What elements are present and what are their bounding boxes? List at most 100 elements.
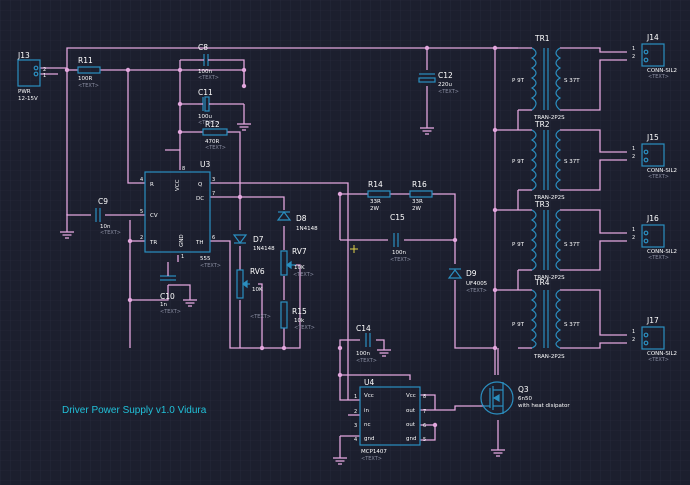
- rv7-ref: RV7: [292, 247, 307, 256]
- svg-text:Vcc: Vcc: [406, 393, 416, 399]
- transformer-tr1[interactable]: TR1 P 9T S 37T TRAN-2P2S: [512, 34, 580, 121]
- svg-text:1: 1: [43, 73, 46, 79]
- svg-text:2: 2: [354, 409, 357, 415]
- svg-text:4: 4: [140, 177, 143, 183]
- r15-value: 10k: [294, 318, 305, 324]
- connector-j16[interactable]: J16 CONN-SIL2 <TEXT> 1 2: [632, 214, 677, 261]
- svg-text:out: out: [406, 422, 416, 428]
- j15-ref: J15: [646, 133, 659, 142]
- mosfet-q3[interactable]: Q3 6n50 with heat disipator: [480, 381, 570, 415]
- connector-j15[interactable]: J15 CONN-SIL2 <TEXT> 1 2: [632, 133, 677, 180]
- r16-ref: R16: [412, 180, 427, 189]
- resistor-r11[interactable]: R11 100R <TEXT>: [77, 56, 101, 89]
- ground-icon: [60, 214, 74, 239]
- c15-ref: C15: [390, 213, 405, 222]
- diode-d8[interactable]: D8 1N4148: [276, 211, 318, 232]
- j13-ref: J13: [17, 51, 30, 60]
- diode-d7[interactable]: D7 1N4148: [232, 234, 275, 252]
- svg-text:7: 7: [423, 409, 426, 415]
- c8-ref: C8: [198, 43, 208, 52]
- u4-text: <TEXT>: [361, 456, 382, 462]
- svg-text:CV: CV: [150, 213, 158, 219]
- c12-value: 220u: [438, 82, 452, 88]
- rv7-value: 10K: [294, 265, 305, 271]
- r15-ref: R15: [292, 307, 307, 316]
- svg-text:TRAN-2P2S: TRAN-2P2S: [533, 275, 565, 281]
- svg-text:P 9T: P 9T: [512, 78, 525, 84]
- c10-value: 1n: [160, 302, 167, 308]
- d9-value: UF4005: [466, 281, 488, 287]
- svg-text:in: in: [364, 408, 370, 414]
- svg-text:R: R: [150, 182, 154, 188]
- ground-icon: [377, 349, 391, 357]
- r12-text: <TEXT>: [205, 145, 226, 151]
- svg-text:TR: TR: [149, 240, 157, 246]
- ic-u4-mcp1407[interactable]: U4 MCP1407 <TEXT> Vcc Vcc in out nc out …: [354, 378, 426, 462]
- svg-text:DC: DC: [196, 196, 204, 202]
- c10-ref: C10: [160, 292, 175, 301]
- svg-text:<TEXT>: <TEXT>: [648, 174, 669, 180]
- capacitor-c8[interactable]: C8 100n <TEXT>: [198, 43, 219, 81]
- svg-text:P 9T: P 9T: [512, 322, 525, 328]
- svg-text:2: 2: [140, 235, 143, 241]
- r12-value: 470R: [205, 139, 219, 145]
- svg-text:5: 5: [423, 437, 426, 443]
- c9-text: <TEXT>: [100, 230, 121, 236]
- resistor-r16[interactable]: R16 33R 2W: [409, 180, 433, 212]
- connector-j14[interactable]: J14 CONN-SIL2 <TEXT> 1 2: [632, 33, 677, 80]
- cursor-crosshair-icon: [350, 245, 358, 253]
- svg-text:1: 1: [632, 227, 635, 233]
- svg-text:S 37T: S 37T: [564, 242, 580, 248]
- resistor-r14[interactable]: R14 33R 2W: [367, 180, 391, 212]
- svg-text:2: 2: [43, 67, 46, 73]
- capacitor-c12[interactable]: C12 220u <TEXT>: [418, 71, 459, 95]
- svg-text:8: 8: [182, 166, 185, 172]
- connector-j17[interactable]: J17 CONN-SIL2 <TEXT> 1 2: [632, 316, 677, 363]
- c14-text: <TEXT>: [356, 358, 377, 364]
- svg-text:1: 1: [632, 329, 635, 335]
- svg-text:<TEXT>: <TEXT>: [648, 357, 669, 363]
- svg-text:7: 7: [212, 191, 215, 197]
- d7-value: 1N4148: [253, 246, 275, 252]
- capacitor-c14[interactable]: C14 100n <TEXT>: [356, 324, 377, 364]
- r15-text: <TEXT>: [294, 325, 315, 331]
- u3-ref: U3: [200, 160, 210, 169]
- c8-value: 100n: [198, 69, 212, 75]
- svg-text:CONN-SIL2: CONN-SIL2: [647, 351, 677, 357]
- c11-ref: C11: [198, 88, 213, 97]
- svg-text:S 37T: S 37T: [564, 78, 580, 84]
- resistor-r15[interactable]: R15 10k <TEXT>: [280, 301, 315, 331]
- capacitor-c9[interactable]: C9 10n <TEXT>: [95, 197, 121, 236]
- svg-text:3: 3: [212, 177, 215, 183]
- transformer-tr4[interactable]: TR4 P 9T S 37T TRAN-2P2S: [512, 278, 580, 360]
- r16-value: 33R: [412, 199, 423, 205]
- r14-value: 33R: [370, 199, 381, 205]
- svg-text:1: 1: [181, 254, 184, 260]
- svg-text:VCC: VCC: [175, 179, 181, 191]
- svg-text:P 9T: P 9T: [512, 242, 525, 248]
- transformer-tr3[interactable]: TR3 P 9T S 37T TRAN-2P2S: [512, 200, 580, 281]
- r14-extra: 2W: [370, 206, 379, 212]
- svg-text:Vcc: Vcc: [364, 393, 374, 399]
- connector-j13[interactable]: J13 PWR 12-15V 2 1: [17, 51, 46, 102]
- schematic-title: Driver Power Supply v1.0 Vidura: [62, 405, 207, 416]
- diode-d9[interactable]: D9 UF4005 <TEXT>: [447, 268, 488, 294]
- svg-text:3: 3: [354, 423, 357, 429]
- svg-text:gnd: gnd: [406, 436, 416, 442]
- junctions: [64, 45, 498, 428]
- svg-text:S 37T: S 37T: [564, 322, 580, 328]
- potentiometer-rv7[interactable]: RV7 10K <TEXT>: [280, 247, 314, 278]
- rv6-value: 10K: [252, 287, 263, 293]
- r11-ref: R11: [78, 56, 93, 65]
- resistor-r12[interactable]: R12 470R <TEXT>: [202, 120, 228, 151]
- potentiometer-rv6[interactable]: RV6 10K <TEXT>: [236, 267, 271, 320]
- svg-text:TH: TH: [195, 240, 204, 246]
- capacitor-c15[interactable]: C15 100n <TEXT>: [390, 213, 411, 263]
- ic-u3-555[interactable]: U3 555 <TEXT> R VCC Q DC CV TR GND TH 4 …: [140, 160, 221, 269]
- capacitor-c10[interactable]: C10 1n <TEXT>: [160, 262, 181, 315]
- capacitor-c11[interactable]: C11 100u <TEXT>: [198, 88, 219, 126]
- rv7-text: <TEXT>: [293, 272, 314, 278]
- svg-text:TRAN-2P2S: TRAN-2P2S: [533, 115, 565, 121]
- transformer-tr2[interactable]: TR2 P 9T S 37T TRAN-2P2S: [512, 120, 580, 201]
- r11-value: 100R: [78, 76, 92, 82]
